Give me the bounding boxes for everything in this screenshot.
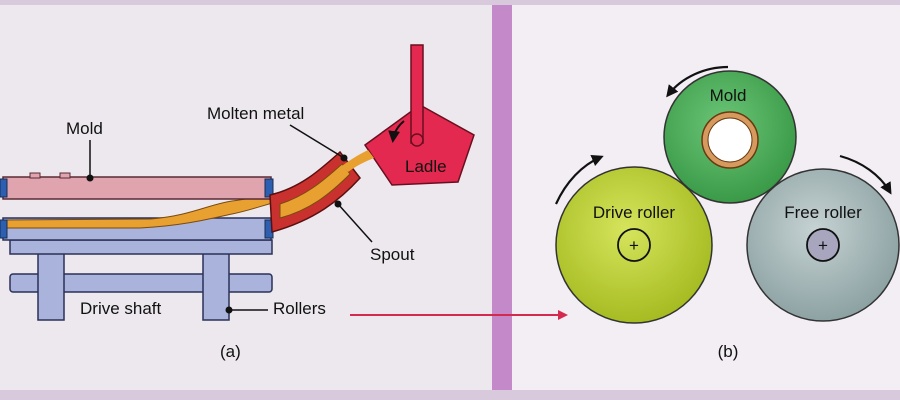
molten-metal-leader [289,124,345,159]
molten-metal-leader-dot [340,154,348,162]
top-border [0,0,900,5]
label-mold-a: Mold [66,119,103,138]
ladle-pour-stream [342,150,374,172]
spout-channel [279,163,351,219]
spout-leader-dot [334,200,342,208]
left-cap-bottom [0,219,8,239]
roller-right [202,251,230,321]
mold-tube [2,176,272,200]
drive-roller-center-mark: + [629,236,639,255]
drive-roller-hub [617,228,651,262]
free-rotation-arrow [839,154,892,195]
panel-divider [492,0,512,400]
ladle-handle [410,44,424,144]
panel-a: Mold Molten metal Ladle Spout Drive shaf… [0,44,568,361]
rollers-leader-dot [225,306,233,314]
spout-leader [337,203,373,243]
label-spout: Spout [370,245,415,264]
mold-roller-bore [707,117,753,163]
label-rollers: Rollers [273,299,326,318]
free-roller-center-mark: + [818,236,828,255]
label-molten-metal: Molten metal [207,104,304,123]
label-ladle: Ladle [405,157,447,176]
label-free-roller: Free roller [784,203,862,222]
ladle-pivot [410,133,424,147]
ladle-rotation-arrow [388,120,405,143]
mold-tube-stud-1 [29,172,41,179]
left-cap-top [0,178,8,198]
right-cap-top [264,178,274,198]
panel-b: + + Mold Drive roller Free roller (b) [554,65,900,361]
drive-roller [555,166,713,324]
mold-leader-dot [86,174,94,182]
caption-b: (b) [718,342,739,361]
mold-tube-stud-2 [59,172,71,179]
roller-left [37,251,65,321]
caption-a: (a) [220,342,241,361]
drive-rotation-arrow [554,154,604,205]
label-mold-b: Mold [710,86,747,105]
free-roller-hub [806,228,840,262]
label-drive-shaft: Drive shaft [80,299,162,318]
label-drive-roller: Drive roller [593,203,676,222]
mold-rotation-arrow [666,65,729,98]
support-table [9,239,273,255]
bottom-border [0,390,900,400]
